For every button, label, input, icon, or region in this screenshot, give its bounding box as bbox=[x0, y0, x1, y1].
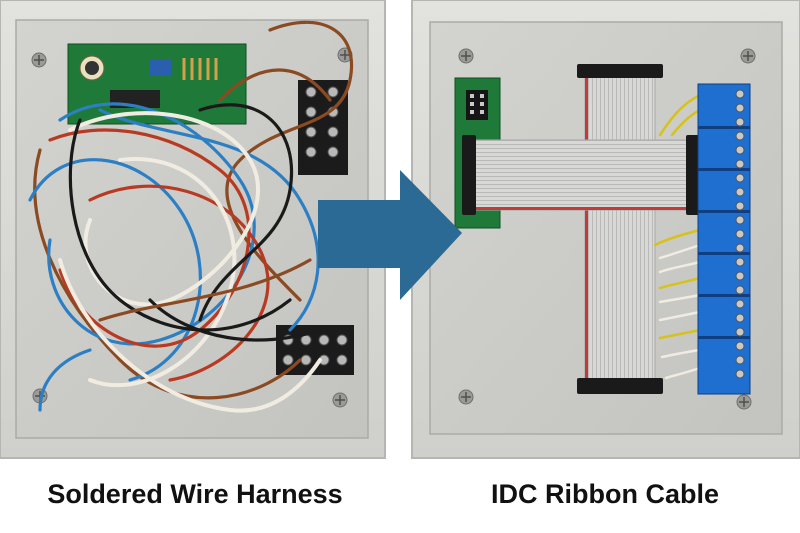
mounting-screw-icon bbox=[740, 48, 756, 64]
caption-left: Soldered Wire Harness bbox=[47, 479, 343, 509]
short-wires bbox=[653, 93, 702, 380]
tangled-wires bbox=[28, 20, 354, 413]
mounting-screw-icon bbox=[458, 48, 474, 64]
mounting-screw-icon bbox=[458, 389, 474, 405]
terminal-strip bbox=[697, 83, 751, 395]
mounting-screw-icon bbox=[332, 392, 348, 408]
terminal-block bbox=[298, 80, 348, 175]
idc-connector bbox=[462, 64, 700, 394]
caption-right: IDC Ribbon Cable bbox=[491, 479, 719, 509]
terminal-block bbox=[276, 325, 354, 375]
arrow-right-icon bbox=[318, 170, 462, 300]
comparison-illustration bbox=[0, 0, 800, 459]
mounting-screw-icon bbox=[736, 394, 752, 410]
mounting-screw-icon bbox=[31, 52, 47, 68]
